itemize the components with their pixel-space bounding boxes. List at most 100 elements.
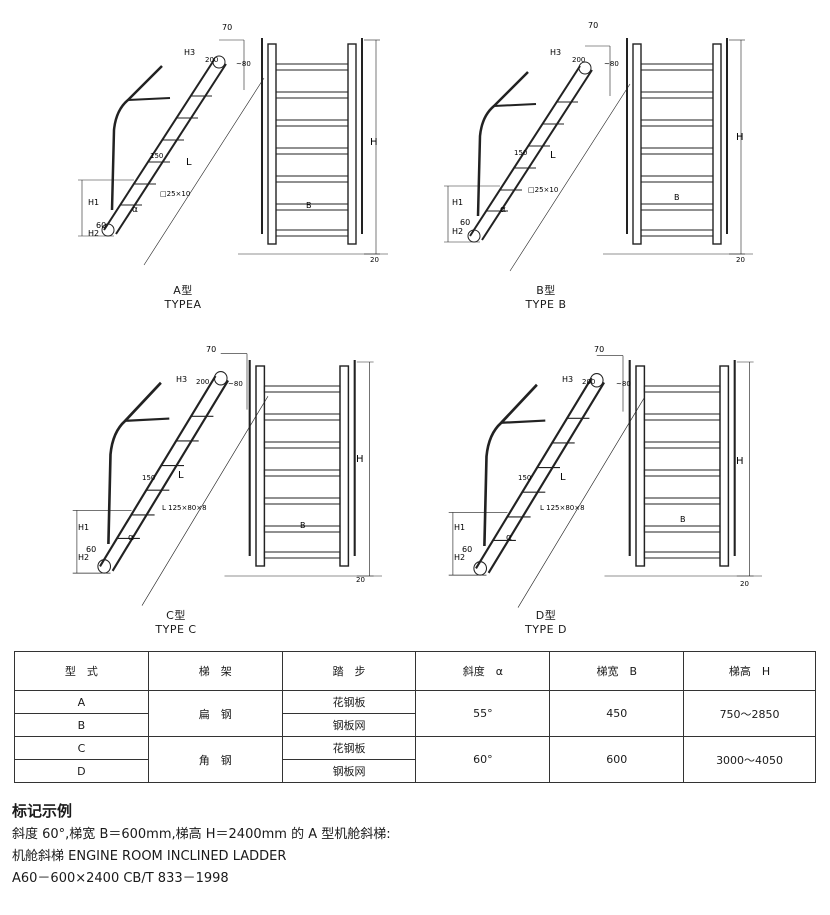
label-h3: H3 (562, 375, 573, 384)
label-top: 70 (594, 345, 604, 354)
cell-width: 600 (549, 736, 685, 783)
label-small: ~80 (236, 60, 251, 68)
drawing-type-b: 70 H3 200 ~80 150 L □25×10 H1 60 H2 α H … (442, 21, 754, 273)
cell-width: 450 (549, 690, 685, 737)
table-row: B 钢板网 (14, 713, 816, 737)
caption-cn: A型 (173, 284, 193, 297)
header-width: 梯宽 B (549, 651, 685, 691)
label-20: 20 (356, 576, 365, 584)
example-heading: 标记示例 (12, 802, 73, 820)
label-length: L (560, 472, 566, 483)
caption-cn: D型 (535, 609, 557, 622)
ladder-drawings: 70 H3 200 ~80 150 L □25×10 H1 60 H2 α H … (71, 21, 764, 609)
example-line-3: A60－600×2400 CB/T 833－1998 (12, 871, 229, 886)
label-h1: H1 (452, 198, 463, 207)
label-h1: H1 (88, 198, 99, 207)
caption-cn: C型 (166, 609, 186, 622)
spec-table: 型 式 梯 架 踏 步 斜度 α 梯宽 B 梯高 H A 扁 钢 花钢板 55°… (14, 651, 816, 783)
label-step: 150 (142, 474, 155, 482)
label-length: L (178, 470, 184, 481)
cell-type: A (14, 690, 149, 714)
cell-tread: 花钢板 (281, 690, 417, 714)
marking-example: 标记示例 斜度 60°,梯宽 B＝600mm,梯高 H＝2400mm 的 A 型… (12, 800, 391, 890)
drawing-type-c: 70 H3 200 ~80 150 L L 125×80×8 H1 60 H2 … (71, 345, 384, 607)
label-h3: H3 (184, 48, 195, 57)
header-frame: 梯 架 (147, 651, 283, 691)
label-step: 150 (518, 474, 531, 482)
label-h3: H3 (550, 48, 561, 57)
caption-cn: B型 (536, 284, 556, 297)
label-20: 20 (736, 256, 745, 264)
label-length: L (550, 150, 556, 161)
label-angle: α (132, 205, 138, 215)
example-line-1: 斜度 60°,梯宽 B＝600mm,梯高 H＝2400mm 的 A 型机舱斜梯: (12, 827, 391, 842)
cell-tread: 花钢板 (281, 736, 417, 760)
label-60: 60 (96, 221, 106, 230)
label-width: B (680, 515, 686, 524)
label-small: ~80 (604, 60, 619, 68)
label-height: H (370, 137, 378, 148)
label-section: □25×10 (528, 186, 558, 194)
caption-en: TYPE D (525, 623, 567, 636)
label-h1: H1 (454, 523, 465, 532)
label-top: 70 (206, 345, 216, 354)
header-tread: 踏 步 (281, 651, 417, 691)
table-header-row: 型 式 梯 架 踏 步 斜度 α 梯宽 B 梯高 H (14, 651, 816, 691)
label-angle: α (128, 533, 134, 543)
cell-type: B (14, 713, 149, 737)
cell-angle: 55° (415, 690, 551, 737)
label-width: B (306, 201, 312, 210)
header-type: 型 式 (14, 651, 149, 691)
caption-type-a: A型 TYPEA (133, 284, 233, 312)
label-width: B (674, 193, 680, 202)
label-200: 200 (582, 378, 595, 386)
label-section: L 125×80×8 (540, 504, 585, 512)
table-row: A 扁 钢 花钢板 55° 450 750～2850 (14, 690, 816, 737)
label-section: □25×10 (160, 190, 190, 198)
label-60: 60 (86, 545, 96, 554)
cell-frame: 角 钢 (147, 736, 283, 783)
caption-en: TYPE C (155, 623, 197, 636)
label-top: 70 (588, 21, 598, 30)
label-200: 200 (196, 378, 209, 386)
label-20: 20 (370, 256, 379, 264)
label-step: 150 (514, 149, 527, 157)
label-20: 20 (740, 580, 749, 588)
cell-frame: 扁 钢 (147, 690, 283, 737)
label-200: 200 (205, 56, 218, 64)
caption-en: TYPEA (164, 298, 202, 311)
caption-en: TYPE B (525, 298, 567, 311)
label-angle: α (500, 205, 506, 215)
example-line-2: 机舱斜梯 ENGINE ROOM INCLINED LADDER (12, 849, 287, 864)
header-height: 梯高 H (683, 651, 816, 691)
cell-height: 3000～4050 (683, 736, 816, 783)
label-h2: H2 (452, 227, 463, 236)
label-angle: α (506, 533, 512, 543)
label-top: 70 (222, 23, 232, 32)
label-h3: H3 (176, 375, 187, 384)
cell-height: 750～2850 (683, 690, 816, 737)
label-width: B (300, 521, 306, 530)
cell-type: C (14, 736, 149, 760)
cell-angle: 60° (415, 736, 551, 783)
cell-tread: 钢板网 (281, 759, 417, 783)
label-length: L (186, 157, 192, 168)
caption-type-d: D型 TYPE D (496, 609, 596, 637)
cell-type: D (14, 759, 149, 783)
label-small: ~80 (228, 380, 243, 388)
drawing-type-a: 70 H3 200 ~80 150 L □25×10 H1 60 H2 α H … (76, 23, 389, 267)
caption-type-c: C型 TYPE C (126, 609, 226, 637)
label-h1: H1 (78, 523, 89, 532)
drawing-type-d: 70 H3 200 ~80 150 L L 125×80×8 H1 60 H2 … (447, 345, 764, 609)
label-step: 150 (150, 152, 163, 160)
label-60: 60 (462, 545, 472, 554)
label-h2: H2 (78, 553, 89, 562)
label-h2: H2 (454, 553, 465, 562)
table-row: D 钢板网 (14, 759, 816, 783)
label-height: H (736, 132, 744, 143)
label-h2: H2 (88, 229, 99, 238)
label-section: L 125×80×8 (162, 504, 207, 512)
table-row: C 角 钢 花钢板 60° 600 3000～4050 (14, 736, 816, 783)
label-height: H (736, 456, 744, 467)
cell-tread: 钢板网 (281, 713, 417, 737)
